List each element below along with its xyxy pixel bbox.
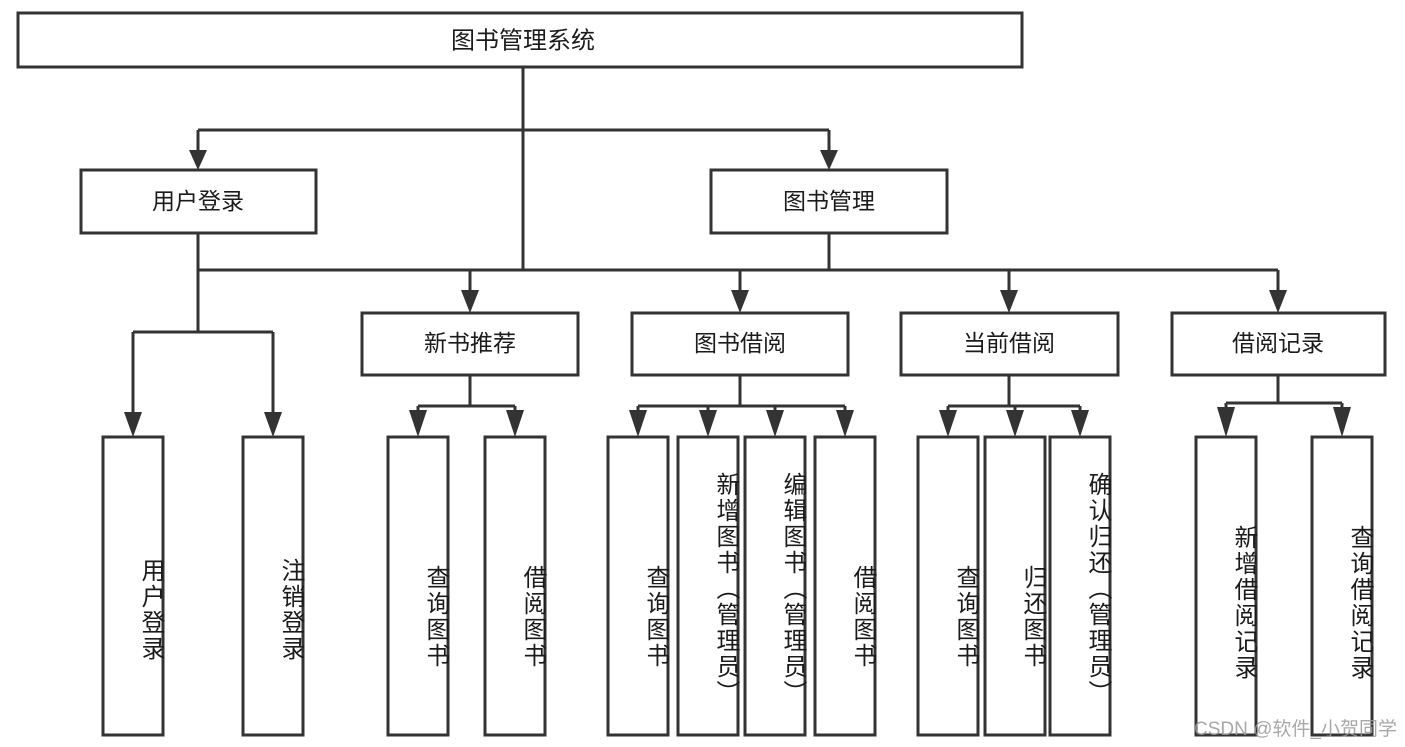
node-current-borrow[interactable] [899,311,1120,377]
leaf-borrow-record-1[interactable] [1310,435,1374,737]
node-root[interactable] [16,11,1024,69]
arrow-book-borrow-leaf2 [699,410,717,437]
arrow-new-book-leaf2 [506,410,524,437]
arrow-to-borrow-record [1269,290,1287,313]
arrow-user-login-leaf1 [124,412,142,437]
arrow-user-login-leaf2 [264,412,282,437]
arrow-book-borrow-leaf4 [836,410,854,437]
node-current-borrow-label: 当前借阅 [963,330,1055,356]
node-book-management[interactable] [709,168,949,235]
node-user-login[interactable] [79,168,318,235]
arrow-current-borrow-leaf3 [1071,410,1089,437]
arrow-borrow-record-leaf2 [1333,407,1351,437]
node-root-label: 图书管理系统 [451,27,595,54]
leaf-book-borrow-3[interactable] [813,435,877,737]
leaf-new-book-0[interactable] [386,435,450,737]
leaf-current-borrow-1[interactable] [983,435,1047,737]
connector-layer [124,67,1351,437]
arrow-book-borrow-leaf3 [766,410,784,437]
leaf-current-borrow-0[interactable] [916,435,980,737]
arrow-to-book-mgmt [820,150,838,170]
node-layer [16,11,1387,737]
node-new-book-recommend[interactable] [360,311,580,377]
node-book-borrow[interactable] [630,311,850,377]
leaf-user-login-1[interactable] [241,435,305,737]
node-borrow-record-label: 借阅记录 [1232,330,1324,356]
node-borrow-record[interactable] [1170,311,1387,377]
leaf-new-book-1[interactable] [483,435,547,737]
leaf-user-login-0[interactable] [101,435,165,737]
leaf-borrow-record-0[interactable] [1194,435,1258,737]
arrow-new-book-leaf1 [409,410,427,437]
label-layer: 图书管理系统 用户登录 图书管理 新书推荐 图书借阅 当前借阅 借阅记录 [152,27,1324,356]
node-book-borrow-label: 图书借阅 [694,330,786,356]
arrow-current-borrow-leaf2 [1006,410,1024,437]
arrow-to-new-book [461,290,479,313]
leaf-book-borrow-0[interactable] [606,435,670,737]
leaf-book-borrow-1[interactable] [676,435,740,737]
arrow-to-user-login [189,150,207,170]
node-user-login-label: 用户登录 [152,188,244,214]
arrow-borrow-record-leaf1 [1217,407,1235,437]
csdn-watermark: CSDN @软件_小贺同学 [1194,719,1397,740]
node-new-book-recommend-label: 新书推荐 [424,330,516,356]
leaf-current-borrow-2[interactable] [1048,435,1112,737]
leaf-book-borrow-2[interactable] [743,435,807,737]
arrow-to-book-borrow [731,290,749,313]
arrow-current-borrow-leaf1 [939,410,957,437]
node-book-management-label: 图书管理 [783,188,875,214]
arrow-book-borrow-leaf1 [629,410,647,437]
arrow-to-current-borrow [1000,290,1018,313]
